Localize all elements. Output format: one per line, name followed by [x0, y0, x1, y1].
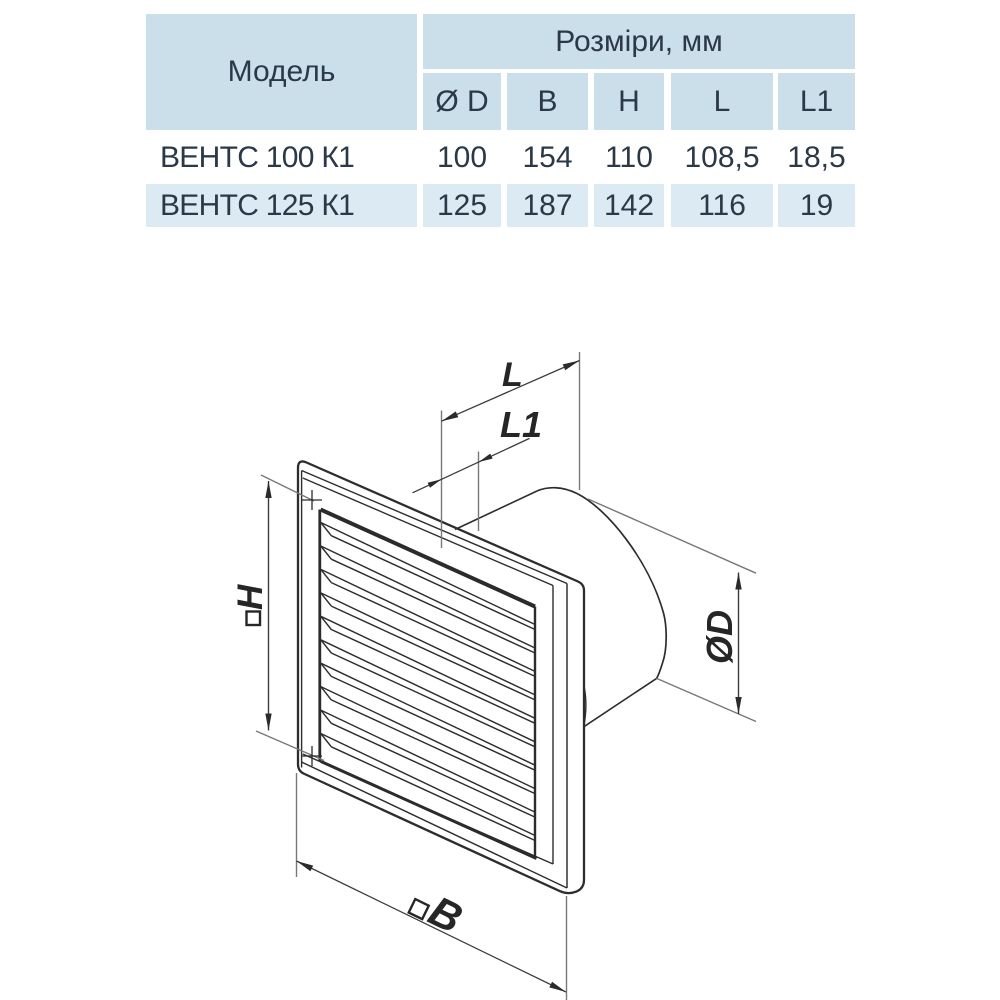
svg-text:H: H [231, 584, 270, 610]
svg-text:L: L [502, 356, 523, 394]
svg-text:L1: L1 [500, 404, 542, 445]
svg-text:B: B [422, 887, 470, 943]
svg-text:ØD: ØD [699, 610, 740, 664]
